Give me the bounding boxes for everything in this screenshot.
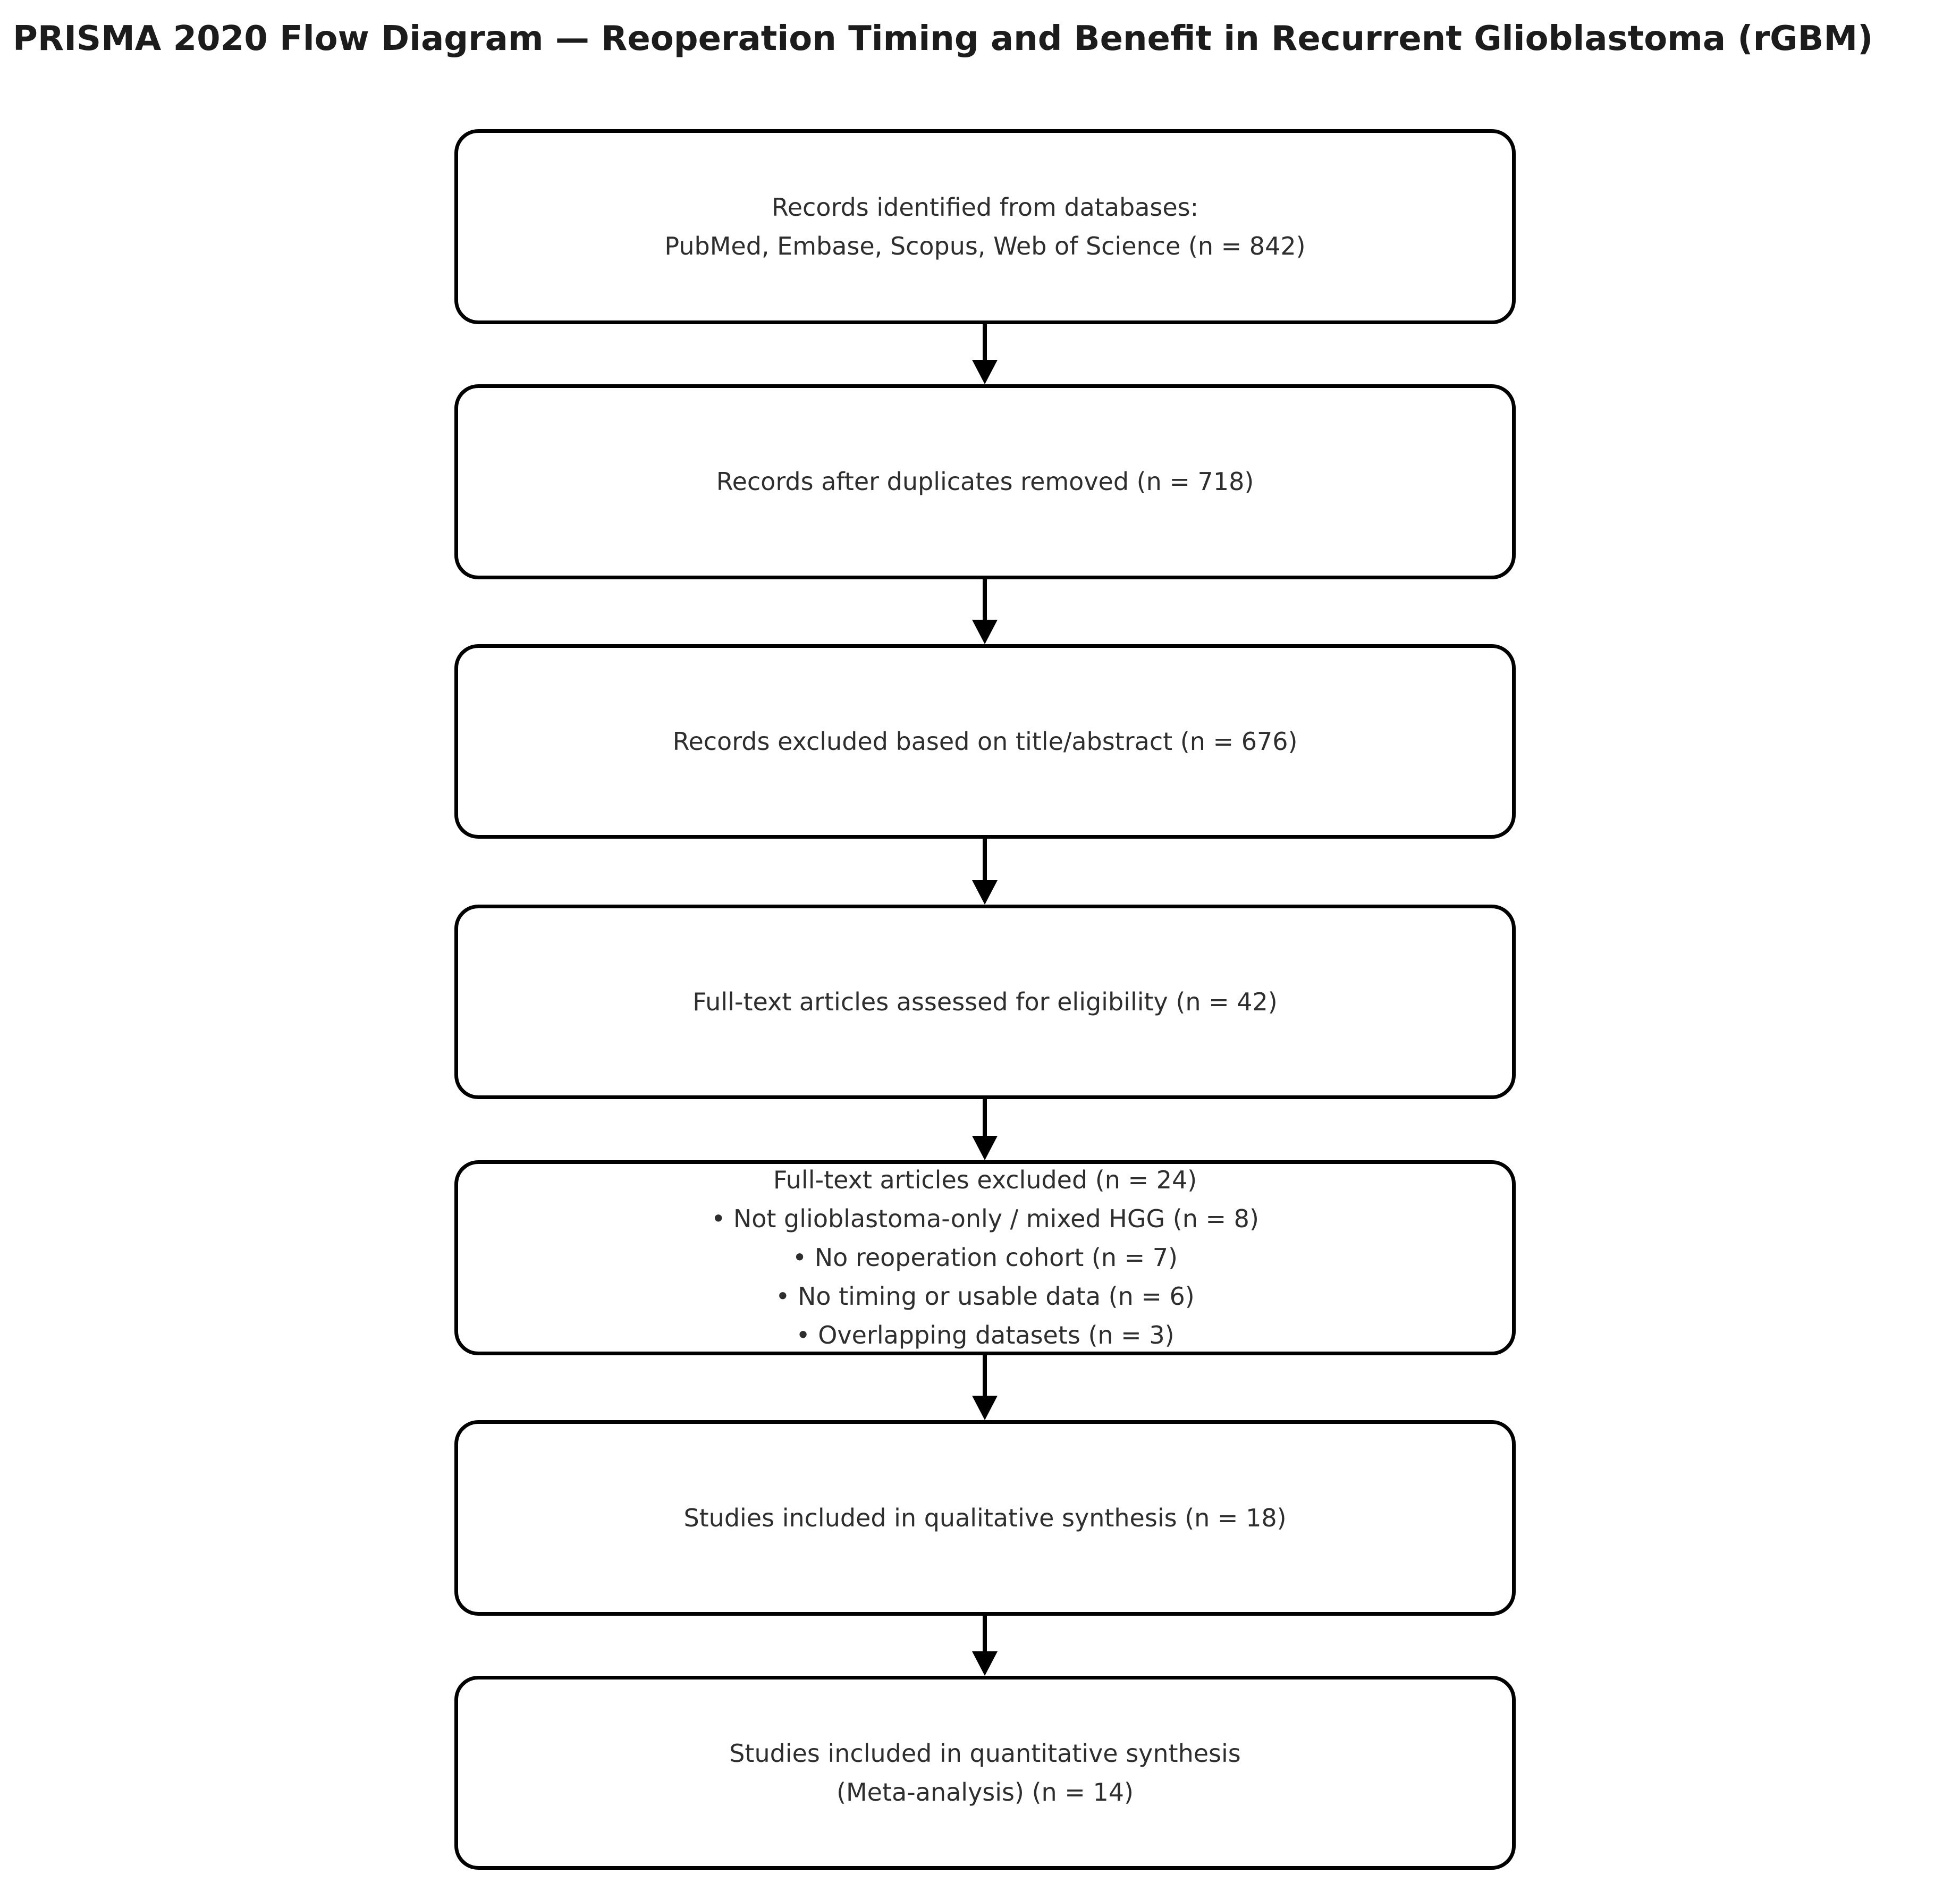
- node-line: Full-text articles excluded (n = 24): [773, 1166, 1197, 1194]
- flow-node-duplicates-removed: Records after duplicates removed (n = 71…: [454, 384, 1516, 579]
- arrow-shaft: [983, 1099, 987, 1137]
- flow-node-full-text-excluded: Full-text articles excluded (n = 24) • N…: [454, 1160, 1516, 1355]
- page-title: PRISMA 2020 Flow Diagram — Reoperation T…: [13, 19, 1873, 58]
- node-line: Full-text articles assessed for eligibil…: [692, 987, 1278, 1016]
- node-line: Studies included in qualitative synthesi…: [683, 1503, 1287, 1532]
- flow-node-records-excluded-title-abstract: Records excluded based on title/abstract…: [454, 644, 1516, 839]
- node-line: Records after duplicates removed (n = 71…: [716, 467, 1254, 496]
- arrow-shaft: [983, 324, 987, 361]
- arrow-head-icon: [972, 1396, 998, 1420]
- flow-arrow-6: [972, 1616, 998, 1676]
- node-line: PubMed, Embase, Scopus, Web of Science (…: [664, 231, 1306, 260]
- node-line: • No timing or usable data (n = 6): [775, 1282, 1195, 1311]
- arrow-head-icon: [972, 360, 998, 384]
- arrow-shaft: [983, 1355, 987, 1397]
- node-line: • No reoperation cohort (n = 7): [792, 1243, 1178, 1272]
- node-line: (Meta-analysis) (n = 14): [837, 1777, 1134, 1807]
- node-line: Studies included in quantitative synthes…: [729, 1738, 1241, 1768]
- node-line: • Not glioblastoma-only / mixed HGG (n =…: [711, 1204, 1259, 1233]
- flow-arrow-1: [972, 324, 998, 384]
- arrow-shaft: [983, 839, 987, 881]
- arrow-head-icon: [972, 620, 998, 644]
- arrow-shaft: [983, 1616, 987, 1652]
- arrow-head-icon: [972, 1136, 998, 1160]
- arrow-head-icon: [972, 880, 998, 905]
- flow-node-quantitative-synthesis: Studies included in quantitative synthes…: [454, 1676, 1516, 1870]
- node-line: Records identified from databases:: [771, 192, 1199, 222]
- arrow-head-icon: [972, 1651, 998, 1676]
- node-line: • Overlapping datasets (n = 3): [796, 1321, 1175, 1349]
- flow-node-full-text-assessed: Full-text articles assessed for eligibil…: [454, 905, 1516, 1099]
- flow-arrow-4: [972, 1099, 998, 1160]
- flow-node-records-identified: Records identified from databases: PubMe…: [454, 129, 1516, 324]
- flow-arrow-3: [972, 839, 998, 905]
- node-line: Records excluded based on title/abstract…: [672, 727, 1298, 756]
- flow-arrow-2: [972, 579, 998, 644]
- flow-node-qualitative-synthesis: Studies included in qualitative synthesi…: [454, 1420, 1516, 1616]
- flow-arrow-5: [972, 1355, 998, 1420]
- arrow-shaft: [983, 579, 987, 621]
